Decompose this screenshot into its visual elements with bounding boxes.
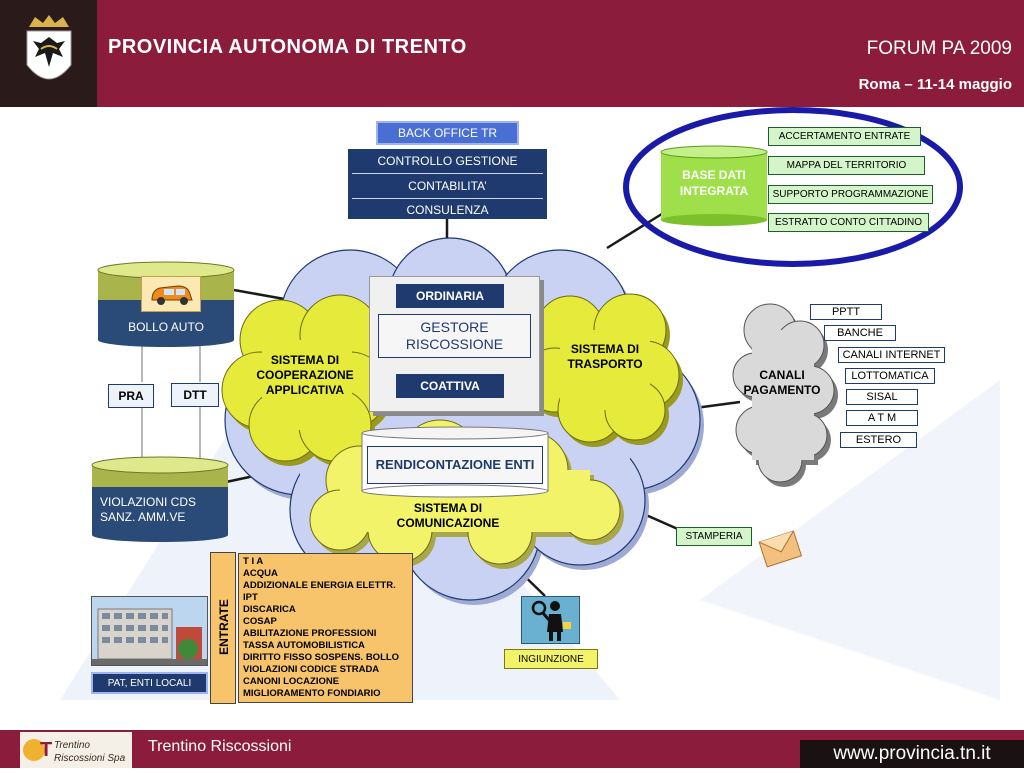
- canali-label: CANALI PAGAMENTO: [743, 368, 821, 397]
- coattiva-box: COATTIVA: [396, 374, 504, 398]
- entrata-item: ADDIZIONALE ENERGIA ELETTR.: [243, 580, 396, 591]
- pra-dtt-lines: [141, 340, 201, 458]
- canali-cloud: [732, 303, 838, 487]
- coat-of-arms-icon: [26, 14, 71, 79]
- violazioni-cylinder: [91, 456, 229, 542]
- entrate-side-panel: ENTRATE: [210, 552, 236, 704]
- building-icon: [92, 597, 207, 665]
- back-office-title: BACK OFFICE TR: [376, 121, 519, 145]
- database-output: ACCERTAMENTO ENTRATE: [768, 127, 921, 146]
- footer-logo: T Trentino Riscossioni Spa: [20, 732, 132, 768]
- header-bar: [0, 0, 1024, 107]
- entrata-item: DISCARICA: [243, 604, 296, 615]
- canale-item: BANCHE: [824, 325, 896, 341]
- cooperazione-cloud: [221, 294, 392, 466]
- canale-item: A T M: [846, 410, 918, 426]
- rendicontazione-box: RENDICONTAZIONE ENTI: [367, 446, 543, 484]
- organization-title: PROVINCIA AUTONOMA DI TRENTO: [108, 36, 467, 58]
- canale-item: PPTT: [810, 304, 882, 320]
- bollo-auto-label: BOLLO AUTO: [128, 320, 204, 334]
- entrata-item: CANONI LOCAZIONE: [243, 676, 340, 687]
- pra-box: PRA: [108, 384, 154, 408]
- officer-icon: [531, 600, 571, 641]
- violazioni-label: VIOLAZIONI CDS SANZ. AMM.VE: [100, 495, 197, 524]
- database-output: MAPPA DEL TERRITORIO: [768, 156, 925, 175]
- entrate-label: ENTRATE: [217, 599, 231, 655]
- entrata-item: VIOLAZIONI CODICE STRADA: [243, 664, 380, 675]
- car-icon-frame: [141, 276, 201, 312]
- ordinaria-box: ORDINARIA: [396, 284, 504, 308]
- svg-text:T: T: [40, 739, 52, 761]
- entrata-item: TASSA AUTOMOBILISTICA: [243, 640, 365, 651]
- car-icon: [151, 285, 193, 305]
- cooperazione-label: SISTEMA DI COOPERAZIONE APPLICATIVA: [256, 352, 354, 397]
- logo-area: [0, 0, 97, 107]
- trasporto-label: SISTEMA DI TRASPORTO: [567, 342, 643, 371]
- entrata-item: T I A: [243, 556, 264, 567]
- canale-item: LOTTOMATICA: [845, 368, 935, 384]
- building-icon-frame: [91, 596, 208, 666]
- back-office-item: CONTABILITA’: [352, 174, 543, 199]
- stamperia-box: STAMPERIA: [676, 527, 752, 546]
- base-dati-label: BASE DATI INTEGRATA: [679, 168, 749, 198]
- background-shape: [700, 380, 1000, 700]
- footer-url[interactable]: www.provincia.tn.it: [800, 740, 1024, 768]
- event-subtitle: Roma – 11-14 maggio: [858, 76, 1012, 93]
- database-ring: [623, 107, 963, 267]
- database-output: ESTRATTO CONTO CITTADINO: [768, 213, 929, 232]
- canale-item: SISAL: [846, 389, 918, 405]
- entrata-item: MIGLIORAMENTO FONDIARIO: [243, 688, 381, 699]
- company-logo-icon: T Trentino Riscossioni Spa: [23, 739, 126, 764]
- envelope-icon: [758, 530, 802, 568]
- canale-item: CANALI INTERNET: [838, 347, 945, 363]
- base-dati-cylinder: [660, 145, 768, 226]
- footer-label: Trentino Riscossioni: [148, 738, 292, 755]
- ingiunzione-box: INGIUNZIONE: [504, 649, 598, 669]
- back-office-panel: CONTROLLO GESTIONE CONTABILITA’ CONSULEN…: [348, 149, 547, 219]
- entrate-list: T I A ACQUA ADDIZIONALE ENERGIA ELETTR. …: [238, 553, 413, 703]
- pat-enti-locali-box: PAT, ENTI LOCALI: [91, 672, 208, 694]
- dtt-box: DTT: [171, 383, 219, 407]
- entrata-item: COSAP: [243, 616, 277, 627]
- logo-line-1: Trentino: [54, 740, 90, 751]
- entrata-item: ACQUA: [243, 568, 278, 579]
- logo-line-2: Riscossioni Spa: [54, 753, 126, 764]
- database-output: SUPPORTO PROGRAMMAZIONE: [768, 185, 933, 204]
- officer-icon-frame: [521, 596, 580, 644]
- entrata-item: DIRITTO FISSO SOSPENS. BOLLO: [243, 652, 400, 663]
- entrata-item: IPT: [243, 592, 258, 603]
- trasporto-cloud: [522, 293, 683, 447]
- gestore-riscossione-box: GESTORE RISCOSSIONE: [378, 314, 531, 358]
- canale-item: ESTERO: [840, 432, 917, 448]
- back-office-item: CONSULENZA: [406, 202, 489, 217]
- back-office-item: CONTROLLO GESTIONE: [352, 149, 543, 174]
- event-title: FORUM PA 2009: [866, 38, 1012, 59]
- entrata-item: ABILITAZIONE PROFESSIONI: [243, 628, 377, 639]
- comunicazione-label: SISTEMA DI COMUNICAZIONE: [396, 501, 500, 530]
